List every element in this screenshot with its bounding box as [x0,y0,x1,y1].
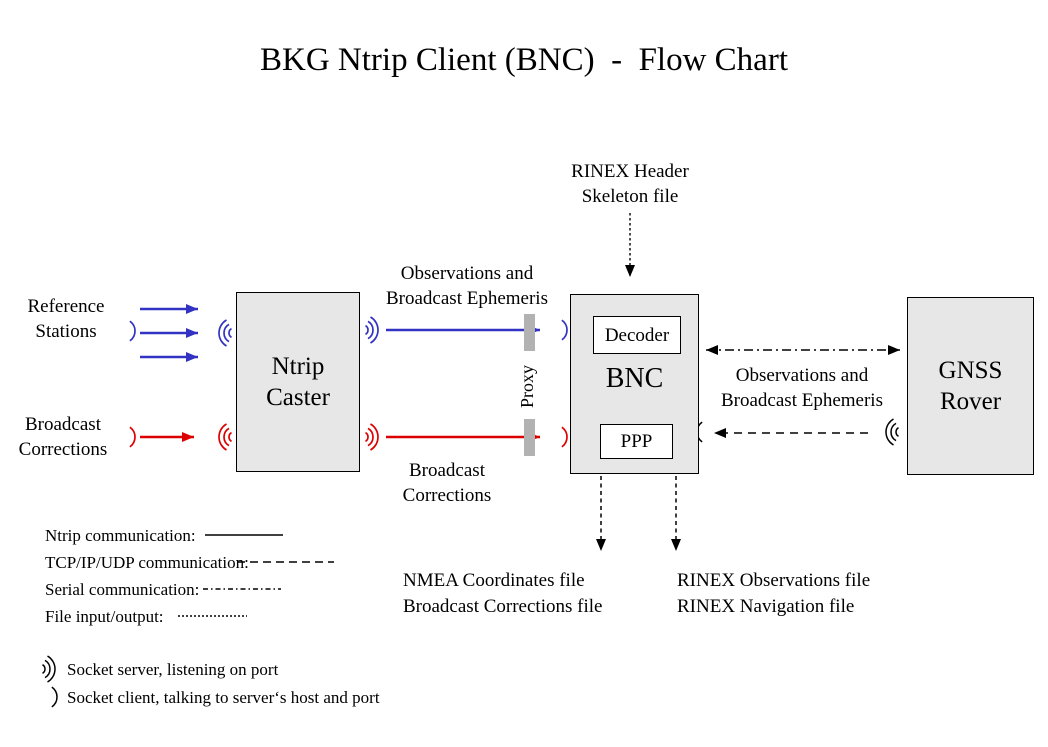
node-gnss-rover: GNSS Rover [907,297,1034,475]
ppp-label: PPP [620,431,653,452]
proxy-bars [524,314,535,456]
socket-client-icon [561,426,568,448]
socket-client-icon [561,319,568,341]
legend-serial-communication: Serial communication: [45,580,200,599]
decoder-label: Decoder [604,324,670,346]
socket-client-icon [51,686,58,708]
legend-file-io: File input/output: [45,607,164,626]
reference-stations-label: Reference Stations [27,296,105,342]
bnc-decoder-box: Decoder [593,316,681,354]
nmea-output-files-label: NMEA Coordinates file Broadcast Correcti… [403,570,603,617]
node-bnc: Decoder BNC PPP [570,294,699,474]
page-title: BKG Ntrip Client (BNC) - Flow Chart [260,42,788,78]
socket-server-icon [218,423,233,451]
reference-stations-arrows [140,304,198,362]
broadcast-corrections-mid-label: Broadcast Corrections [402,460,492,506]
broadcast-corrections-input-label: Broadcast Corrections [18,414,108,460]
legend-socket-server: Socket server, listening on port [67,660,279,679]
socket-server-icon [364,423,379,451]
socket-server-icon [42,655,56,683]
obs-ephemeris-left-label: Observations and Broadcast Ephemeris [386,263,548,309]
legend-tcp-communication: TCP/IP/UDP communication: [45,553,249,572]
legend-ntrip-communication: Ntrip communication: [45,526,196,545]
rinex-output-files-label: RINEX Observations file RINEX Navigation… [677,570,871,617]
socket-server-icon [364,316,379,344]
gnss-rover-label: GNSS Rover [938,357,1003,415]
proxy-label-wrap: Proxy [500,355,556,417]
legend-socket-client: Socket client, talking to server‘s host … [67,688,380,707]
bnc-ppp-box: PPP [600,424,673,459]
proxy-label: Proxy [517,364,538,408]
socket-server-icon [218,319,233,347]
bnc-label: BNC [605,363,664,394]
legend-line-samples [178,534,334,617]
obs-ephemeris-right-label: Observations and Broadcast Ephemeris [721,365,883,411]
ntrip-caster-label: Ntrip Caster [266,353,330,411]
rinex-header-skeleton-label: RINEX Header Skeleton file [571,161,689,207]
node-ntrip-caster: Ntrip Caster [236,292,360,472]
socket-client-icon [129,426,136,448]
socket-client-icon [129,320,136,342]
bnc-output-arrows [596,476,681,551]
socket-server-icon [885,418,899,446]
